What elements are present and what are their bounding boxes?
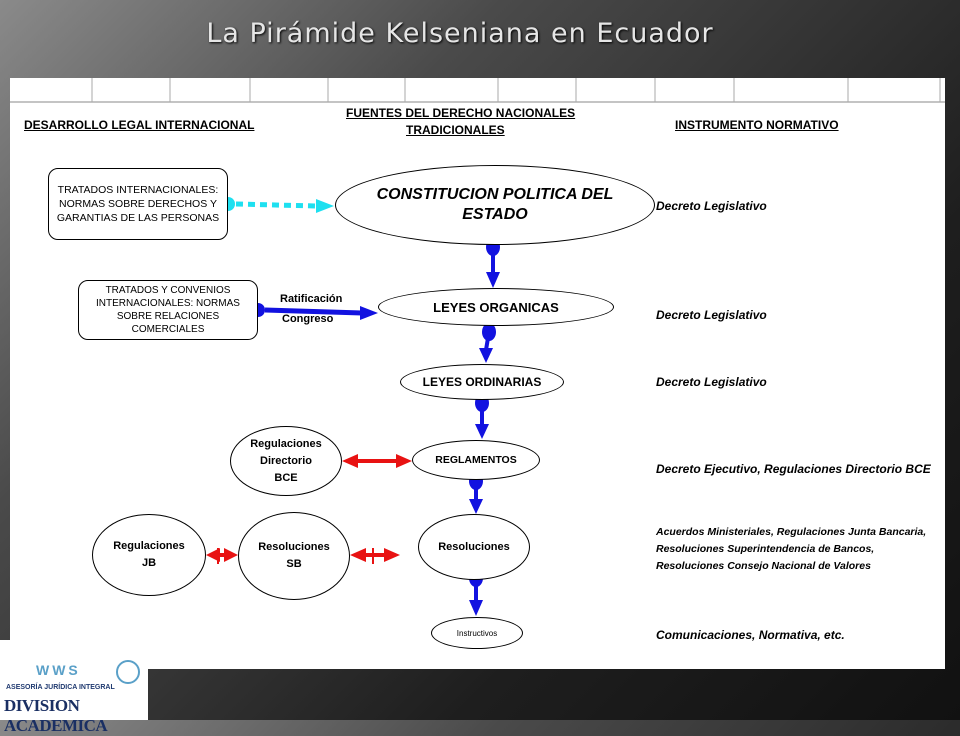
instrument-reglamentos: Decreto Ejecutivo, Regulaciones Director… (656, 462, 931, 476)
instrument-constitucion: Decreto Legislativo (656, 199, 767, 213)
header-instrument: INSTRUMENTO NORMATIVO (675, 118, 839, 132)
hierarchy-arrow-2 (479, 323, 496, 363)
header-sources-line1: FUENTES DEL DERECHO NACIONALES (346, 106, 576, 120)
logo-name: DIVISION ACADEMICA (4, 696, 108, 735)
header-international: DESARROLLO LEGAL INTERNACIONAL (24, 118, 255, 132)
top-grid-strip (10, 78, 945, 103)
node-resoluciones: Resoluciones (418, 514, 530, 580)
red-arrow-jb-sb (206, 548, 238, 564)
box-tratados-comerciales: TRATADOS Y CONVENIOS INTERNACIONALES: NO… (78, 280, 258, 340)
logo-subtitle: ASESORÍA JURÍDICA INTEGRAL (6, 684, 115, 691)
instrument-leyes-ordinarias: Decreto Legislativo (656, 375, 767, 389)
label-congreso: Congreso (282, 313, 334, 325)
hierarchy-arrow-1 (486, 238, 500, 288)
node-reglamentos: REGLAMENTOS (412, 440, 540, 480)
instrument-instructivos: Comunicaciones, Normativa, etc. (656, 628, 845, 642)
hierarchy-arrow-3 (475, 394, 489, 439)
cyan-dotted-arrow (221, 197, 334, 213)
diagram-panel: DESARROLLO LEGAL INTERNACIONAL FUENTES D… (10, 78, 945, 669)
header-sources-line2: TRADICIONALES (406, 123, 505, 137)
instrument-leyes-organicas: Decreto Legislativo (656, 308, 767, 322)
slide-title: La Pirámide Kelseniana en Ecuador (206, 18, 714, 49)
node-regulaciones-jb: Regulaciones JB (92, 514, 206, 596)
node-regulaciones-directorio-bce: Regulaciones Directorio BCE (230, 426, 342, 496)
globe-icon (116, 660, 140, 684)
node-constitucion: CONSTITUCION POLITICA DEL ESTADO (335, 165, 655, 245)
red-arrow-bce-reglamentos (342, 454, 412, 468)
division-academica-logo: WWS ASESORÍA JURÍDICA INTEGRAL DIVISION … (0, 640, 148, 735)
label-ratificacion: Ratificación (280, 293, 343, 305)
node-leyes-organicas: LEYES ORGANICAS (378, 288, 614, 326)
node-leyes-ordinarias: LEYES ORDINARIAS (400, 364, 564, 400)
node-resoluciones-sb: Resoluciones SB (238, 512, 350, 600)
instrument-resoluciones: Acuerdos Ministeriales, Regulaciones Jun… (656, 526, 927, 572)
box-tratados-derechos: TRATADOS INTERNACIONALES: NORMAS SOBRE D… (48, 168, 228, 240)
node-instructivos: Instructivos (431, 617, 523, 649)
logo-brand: WWS (36, 662, 81, 678)
red-arrow-sb-resoluciones (350, 548, 400, 564)
